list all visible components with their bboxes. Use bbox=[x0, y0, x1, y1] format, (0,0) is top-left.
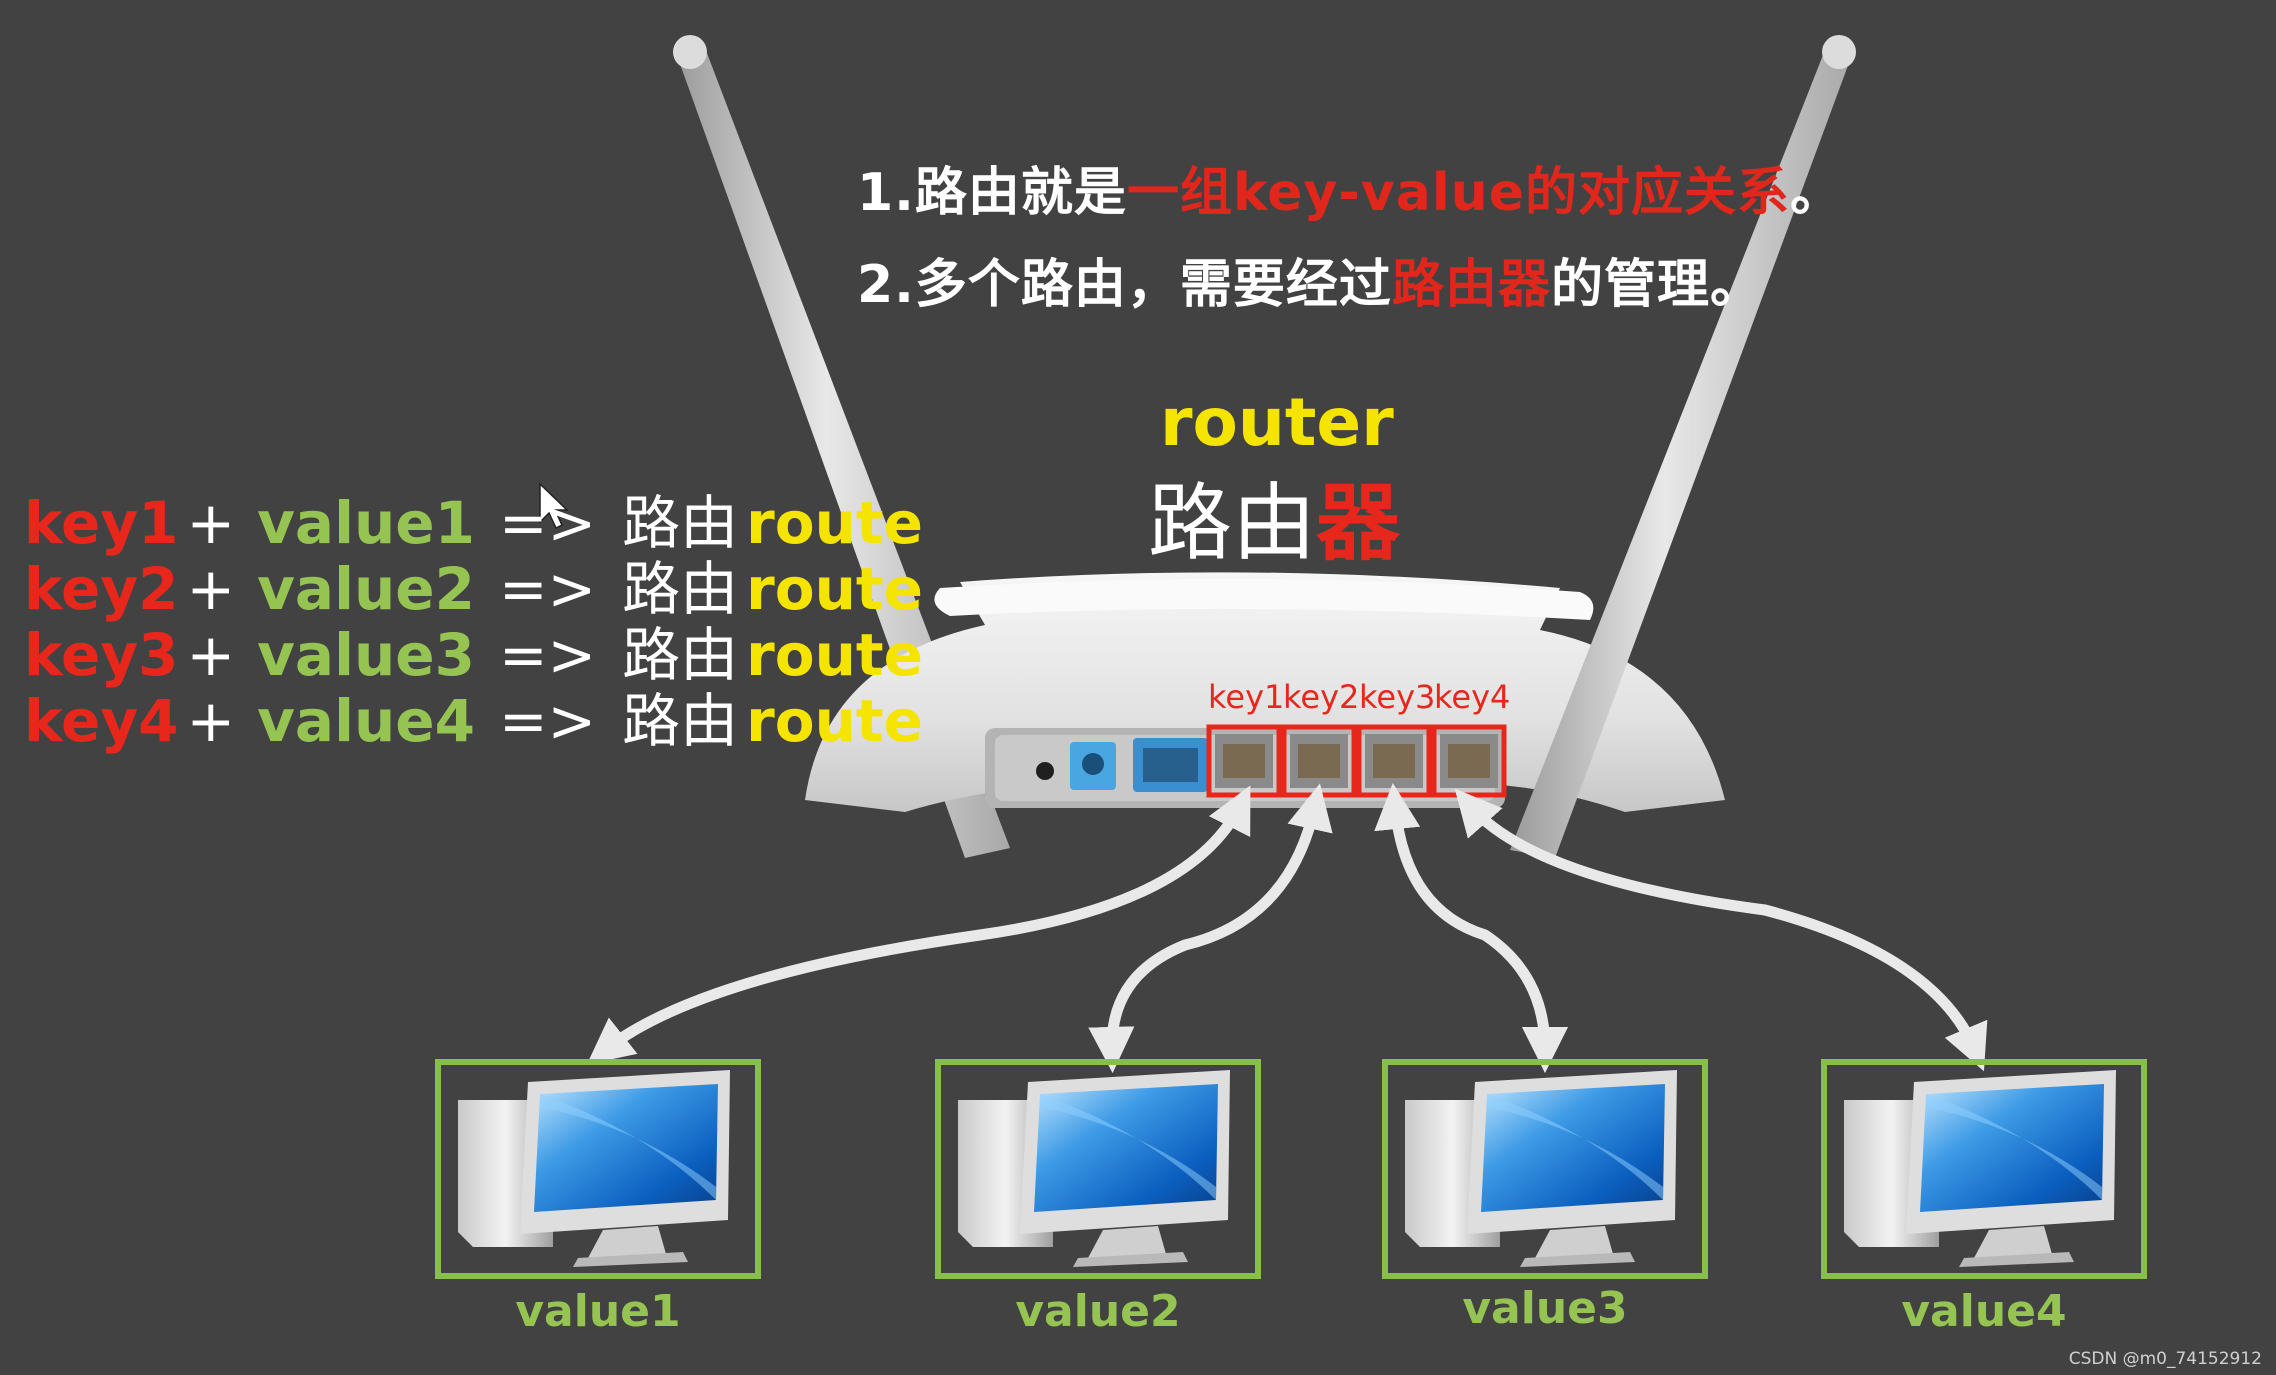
mouse-cursor-icon bbox=[539, 482, 569, 530]
router-title-en: router bbox=[1160, 384, 1394, 461]
note-line-1: 1.路由就是一组key-value的对应关系。 bbox=[857, 163, 1843, 223]
port-label-key2: key2 bbox=[1283, 678, 1360, 716]
right-antenna bbox=[1510, 35, 1856, 858]
arrow-key4-value4 bbox=[1454, 788, 1988, 1072]
port-label-key1: key1 bbox=[1208, 678, 1285, 716]
lan-port-2 bbox=[1290, 734, 1348, 788]
arrow-key2-value2 bbox=[1088, 783, 1333, 1074]
computer-1 bbox=[435, 1059, 761, 1279]
port-label-key4: key4 bbox=[1434, 678, 1511, 716]
watermark: CSDN @m0_74152912 bbox=[2068, 1349, 2262, 1369]
computer-3 bbox=[1382, 1059, 1708, 1279]
arrow-key1-value1 bbox=[586, 785, 1251, 1065]
port-label-key3: key3 bbox=[1359, 678, 1436, 716]
computer-label-3: value3 bbox=[1462, 1283, 1628, 1334]
router-title-zh: 路由器 bbox=[1148, 474, 1401, 572]
connection-arrows bbox=[586, 783, 1988, 1074]
computer-label-1: value1 bbox=[515, 1286, 681, 1337]
computer-label-2: value2 bbox=[1015, 1286, 1181, 1337]
computer-2 bbox=[935, 1059, 1261, 1279]
note-line-2: 2.多个路由，需要经过路由器的管理。 bbox=[857, 255, 1763, 315]
lan-port-4 bbox=[1440, 734, 1498, 788]
lan-port-3 bbox=[1365, 734, 1423, 788]
computer-4 bbox=[1821, 1059, 2147, 1279]
computer-label-4: value4 bbox=[1901, 1286, 2067, 1337]
router-body bbox=[805, 572, 1725, 812]
lan-port-1 bbox=[1215, 734, 1273, 788]
